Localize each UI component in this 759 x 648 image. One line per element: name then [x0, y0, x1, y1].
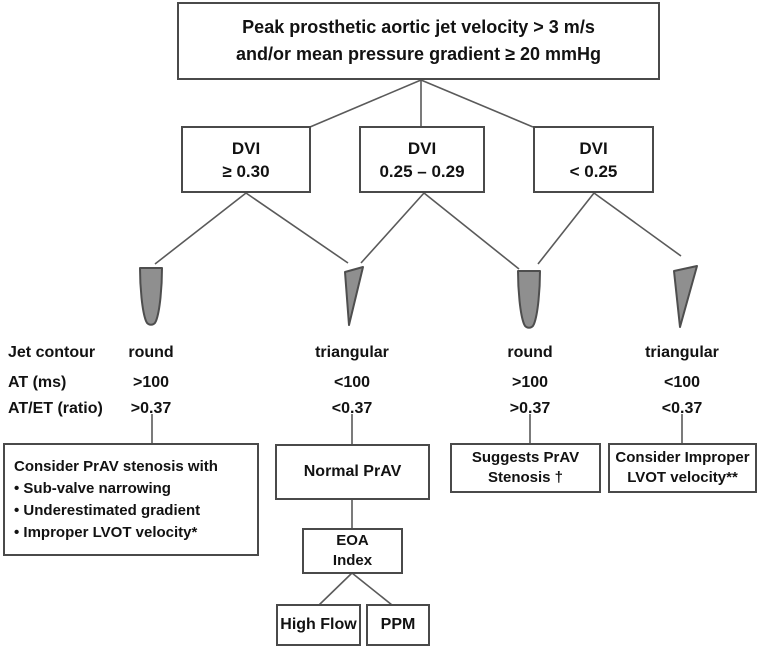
at-value: <100	[333, 374, 371, 391]
consider-stenosis-title: Consider PrAV stenosis with	[14, 457, 218, 475]
connector-eoa-highflow	[318, 572, 353, 606]
outcome-normal-prav-box: Normal PrAV	[275, 444, 430, 500]
root-criteria-box: Peak prosthetic aortic jet velocity > 3 …	[177, 2, 660, 80]
connector-dvi2-jet2	[360, 192, 425, 264]
consider-stenosis-bullet: • Improper LVOT velocity*	[14, 523, 198, 541]
jet-contour-value: round	[507, 344, 553, 361]
connector-dvi2-jet3	[423, 192, 520, 270]
consider-stenosis-bullet: • Sub-valve narrowing	[14, 479, 171, 497]
ppm-box: PPM	[366, 604, 430, 646]
jet-contour-value: triangular	[315, 344, 389, 361]
connector-dvi3-jet3	[537, 192, 595, 265]
dvi-high-box: DVI ≥ 0.30	[181, 126, 311, 193]
row-label-jet-contour: Jet contour	[8, 344, 96, 361]
connector-dvi1-jet1	[154, 192, 247, 265]
dvi-value: 0.25 – 0.29	[379, 161, 465, 181]
jet-contour-value: triangular	[645, 344, 719, 361]
dvi-label: DVI	[579, 138, 608, 158]
connector-root-dvi3	[420, 79, 534, 128]
suggests-line2: Stenosis †	[487, 469, 564, 486]
eoa-line2: Index	[332, 552, 373, 569]
improper-line1: Consider Improper	[615, 449, 750, 466]
row-label-at: AT (ms)	[8, 374, 67, 391]
consider-stenosis-bullet: • Underestimated gradient	[14, 501, 201, 519]
dvi-label: DVI	[407, 138, 437, 158]
at-value: >100	[511, 374, 549, 391]
eoa-index-box: EOA Index	[302, 528, 403, 574]
at-et-value: >0.37	[130, 400, 172, 417]
connector-root-dvi1	[309, 79, 422, 128]
ppm-label: PPM	[380, 616, 416, 633]
at-value: >100	[132, 374, 170, 391]
at-et-value: >0.37	[509, 400, 551, 417]
connector-dvi1-jet2	[245, 192, 349, 264]
at-value: <100	[663, 374, 701, 391]
round-jet-icon	[517, 270, 541, 329]
high-flow-label: High Flow	[280, 616, 357, 633]
dvi-low-box: DVI < 0.25	[533, 126, 654, 193]
dvi-value: ≥ 0.30	[222, 161, 270, 181]
connector-eoa-ppm	[351, 572, 393, 606]
outcome-consider-stenosis-box: Consider PrAV stenosis with • Sub-valve …	[3, 443, 259, 556]
triangular-jet-icon	[344, 266, 364, 326]
outcome-suggests-stenosis-box: Suggests PrAV Stenosis †	[450, 443, 601, 493]
connector-dvi3-jet4	[593, 192, 682, 257]
at-et-value: <0.37	[331, 400, 373, 417]
improper-line2: LVOT velocity**	[627, 469, 738, 486]
high-flow-box: High Flow	[276, 604, 361, 646]
round-jet-icon	[139, 267, 163, 326]
normal-prav-label: Normal PrAV	[303, 463, 402, 480]
triangular-jet-icon	[673, 265, 698, 328]
eoa-line1: EOA	[336, 532, 369, 549]
jet-contour-value: round	[128, 344, 174, 361]
dvi-mid-box: DVI 0.25 – 0.29	[359, 126, 485, 193]
dvi-value: < 0.25	[569, 161, 618, 181]
at-et-value: <0.37	[661, 400, 703, 417]
suggests-line1: Suggests PrAV	[471, 449, 580, 466]
root-criteria-line1: Peak prosthetic aortic jet velocity > 3 …	[242, 17, 595, 37]
row-label-at-et: AT/ET (ratio)	[8, 400, 103, 417]
dvi-label: DVI	[231, 138, 261, 158]
root-criteria-line2: and/or mean pressure gradient ≥ 20 mmHg	[236, 44, 601, 64]
outcome-improper-lvot-box: Consider Improper LVOT velocity**	[608, 443, 757, 493]
